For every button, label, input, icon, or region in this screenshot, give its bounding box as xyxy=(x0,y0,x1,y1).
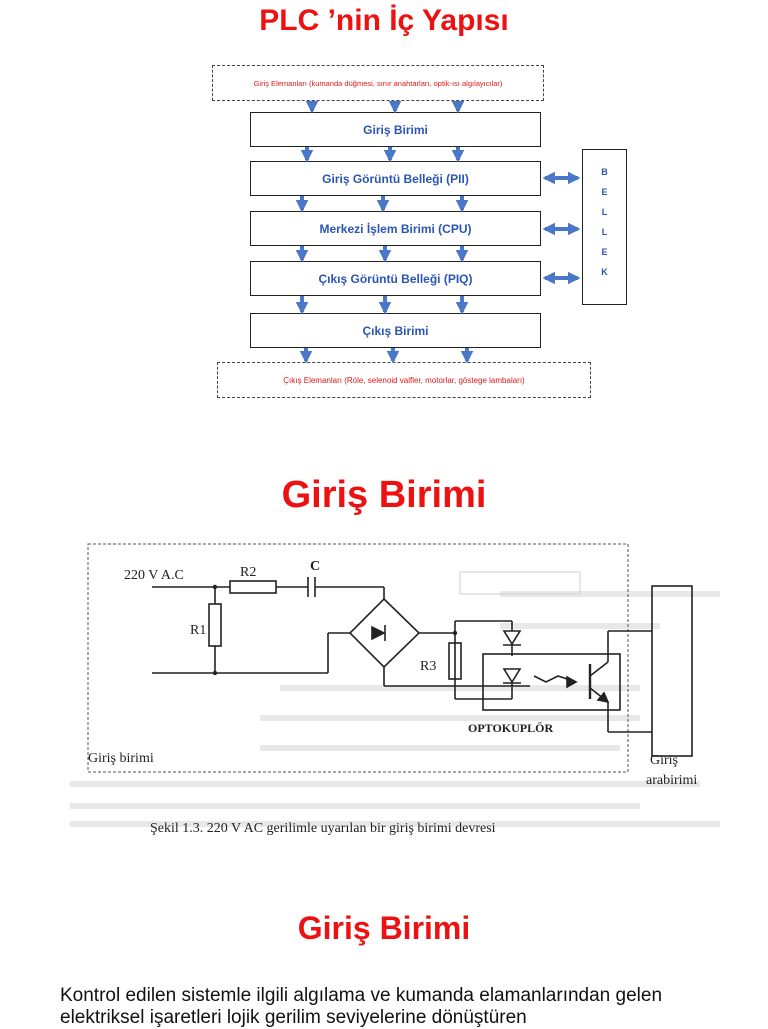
figure-dashed-border xyxy=(87,543,629,773)
input-unit-label: Giriş birimi xyxy=(88,751,154,766)
diode xyxy=(502,630,522,646)
r3-label: R3 xyxy=(420,659,436,674)
c-label: C xyxy=(310,559,320,574)
block-output-image-memory: Çıkış Görüntü Belleği (PIQ) xyxy=(250,261,541,296)
slide3-title: Giriş Birimi xyxy=(297,910,471,946)
interface-label-line1: Giriş xyxy=(650,753,678,768)
memory-label: BELLEK xyxy=(599,167,610,287)
supply-label: 220 V A.C xyxy=(124,568,184,583)
slide1-title: PLC ’nin İç Yapısı xyxy=(259,4,509,37)
block-output-unit: Çıkış Birimi xyxy=(250,313,541,348)
r2-label: R2 xyxy=(240,565,256,580)
r1-label: R1 xyxy=(190,623,206,638)
memory-block: BELLEK xyxy=(582,149,627,305)
slide3-body-text: Kontrol edilen sistemle ilgili algılama … xyxy=(60,985,663,1028)
optocoupler-box xyxy=(482,653,621,711)
resistor-r2 xyxy=(229,580,277,594)
resistor-r3 xyxy=(448,642,462,680)
resistor-r1 xyxy=(208,603,222,647)
led xyxy=(502,668,522,684)
scan-background xyxy=(70,591,720,827)
input-interface-box xyxy=(651,585,693,757)
input-elements-box: Giriş Elemanları (kumanda düğmesi, sınır… xyxy=(212,65,544,101)
optocoupler-label: OPTOKUPLÖR xyxy=(468,721,553,735)
block-input-image-memory: Giriş Görüntü Belleği (PII) xyxy=(250,161,541,196)
slide2-title: Giriş Birimi xyxy=(281,474,487,516)
block-input-unit: Giriş Birimi xyxy=(250,112,541,147)
output-elements-box: Çıkış Elemanları (Röle, selenoid valfler… xyxy=(217,362,591,398)
block-diagram-arrows xyxy=(295,100,581,364)
block-cpu: Merkezi İşlem Birimi (CPU) xyxy=(250,211,541,246)
interface-label-line2: arabirimi xyxy=(646,773,697,788)
faint-box xyxy=(459,571,581,595)
figure-caption: Şekil 1.3. 220 V AC gerilimle uyarılan b… xyxy=(150,821,496,836)
input-unit-circuit: 220 V A.C R2 C R1 R3 OPTOKUPLÖR Giriş bi… xyxy=(70,543,720,836)
